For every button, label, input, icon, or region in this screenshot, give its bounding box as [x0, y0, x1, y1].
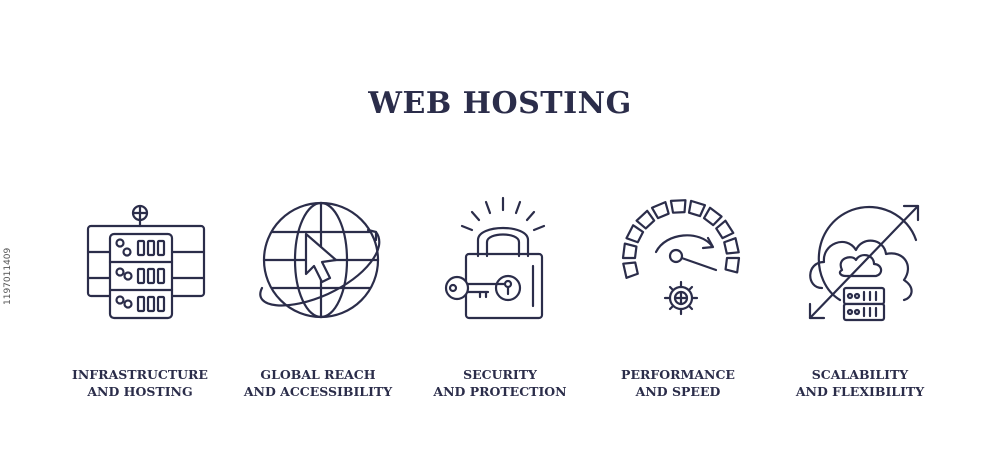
- gauge-segment: [723, 237, 740, 255]
- feature-label: GLOBAL REACH AND ACCESSIBILITY: [243, 367, 393, 399]
- speedometer-gear-icon: [621, 199, 741, 316]
- page-title: WEB HOSTING: [368, 86, 632, 121]
- gauge-segment: [687, 199, 707, 218]
- gauge-segment: [622, 261, 639, 279]
- gauge-segment: [724, 256, 741, 274]
- feature-scalability: SCALABILITY AND FLEXIBILITY: [770, 196, 950, 416]
- gauge-segment: [715, 219, 735, 240]
- gauge-segment: [621, 242, 638, 260]
- globe-cursor-icon: [259, 201, 381, 319]
- cloud-scale-icon: [808, 204, 920, 322]
- feature-global-reach: GLOBAL REACH AND ACCESSIBILITY: [228, 196, 408, 416]
- gauge-segment: [625, 224, 645, 244]
- gauge-segment: [702, 206, 723, 227]
- feature-infrastructure: INFRASTRUCTURE AND HOSTING: [50, 196, 230, 416]
- gauge-segment: [650, 201, 670, 220]
- feature-label: INFRASTRUCTURE AND HOSTING: [72, 367, 208, 399]
- server-globe-icon: [86, 204, 206, 320]
- feature-label: SECURITY AND PROTECTION: [433, 367, 567, 399]
- feature-label: SCALABILITY AND FLEXIBILITY: [795, 367, 925, 399]
- feature-label: PERFORMANCE AND SPEED: [621, 367, 735, 399]
- padlock-key-icon: [444, 196, 546, 320]
- gauge-segment: [635, 209, 656, 230]
- feature-security: SECURITY AND PROTECTION: [410, 196, 590, 416]
- feature-performance: PERFORMANCE AND SPEED: [588, 196, 768, 416]
- stock-id: 1197011409: [3, 247, 13, 305]
- gauge-segment: [669, 199, 687, 214]
